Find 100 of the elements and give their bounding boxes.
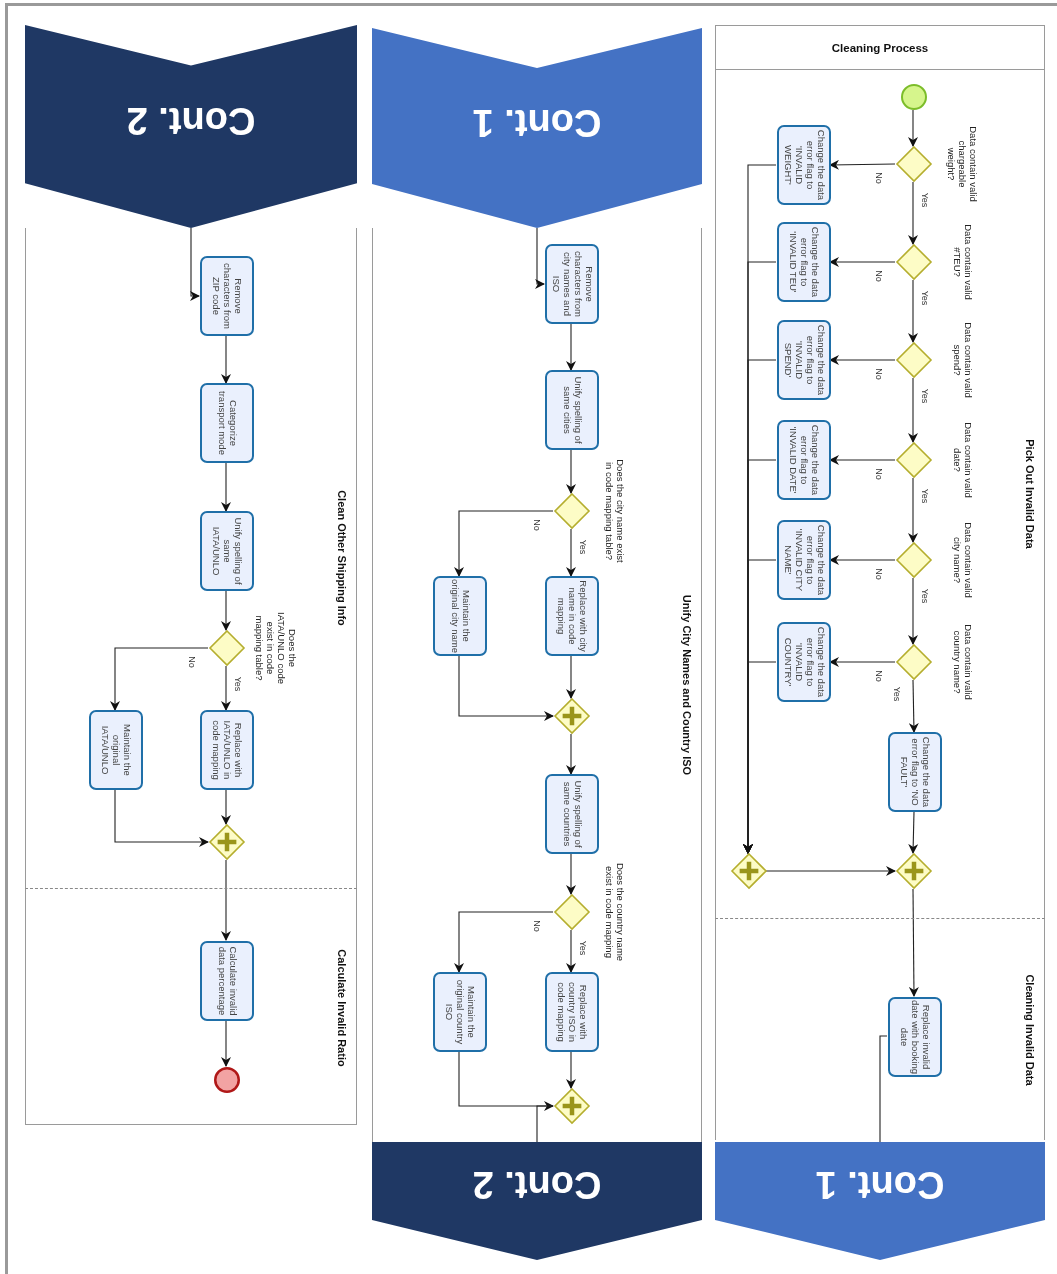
process-box — [200, 383, 254, 463]
decision-diamond — [896, 442, 932, 478]
box-text: Change the data error flag to 'INVALID DATE' — [787, 423, 821, 497]
box-text: Change the data error flag to 'INVALID COUNTRY' — [782, 625, 826, 699]
connector-arrow — [566, 323, 576, 371]
edge-label: Yes — [920, 587, 930, 605]
box-text: Replace with country ISO in code mapping — [555, 980, 589, 1045]
connector-arrow — [110, 647, 209, 711]
end-event-circle — [214, 1067, 240, 1093]
parallel-gateway-diamond — [554, 1088, 590, 1124]
question-label: Data contain valid date? — [951, 421, 973, 500]
question-label: Does the city name exist in code mapping table? — [603, 458, 625, 565]
connector-arrow — [765, 866, 896, 876]
box-text: Maintain the original IATA/UNLO — [99, 723, 133, 778]
swimlane — [372, 228, 702, 1142]
process-box — [200, 256, 254, 336]
box-text: Change the data error flag to 'INVALID CITY NAME' — [782, 523, 826, 597]
connector-arrow — [458, 655, 554, 721]
edge-label: Yes — [920, 289, 930, 307]
edge-label: No — [874, 467, 884, 481]
connector-arrow — [114, 789, 209, 847]
process-box — [777, 420, 831, 500]
edge-label: Yes — [920, 387, 930, 405]
chevron-banner — [715, 1142, 1045, 1260]
box-text: Change the data error flag to 'NO FAULT' — [898, 735, 932, 809]
decision-diamond — [896, 542, 932, 578]
question-label: Data contain valid spend? — [951, 321, 973, 400]
box-text: Categorize transport mode — [216, 390, 238, 457]
process-box — [89, 710, 143, 790]
connector-arrow — [566, 853, 576, 895]
process-box — [545, 244, 599, 324]
process-box — [200, 511, 254, 591]
edge-label: No — [187, 655, 197, 669]
swimlane — [25, 888, 357, 1125]
connector-arrow — [908, 279, 918, 343]
decision-diamond — [896, 244, 932, 280]
process-box — [433, 972, 487, 1052]
lane-label: Unify City Names and Country ISO — [680, 593, 694, 778]
connector-arrow — [829, 555, 896, 565]
decision-diamond — [896, 146, 932, 182]
pool-title: Cleaning Process — [831, 41, 929, 54]
edge-label: Yes — [578, 538, 588, 556]
connector-arrow — [566, 528, 576, 577]
connector-arrow — [454, 911, 554, 973]
connector-arrow — [829, 159, 896, 170]
connector-arrow — [908, 679, 919, 733]
start-event-circle — [901, 84, 927, 110]
box-text: Remove characters from ZIP code — [210, 262, 244, 331]
edge-label: No — [874, 269, 884, 283]
box-text: Calculate invalid data percentage — [216, 945, 238, 1018]
connector-arrow — [829, 257, 896, 267]
process-box — [888, 732, 942, 812]
edge-label: Yes — [233, 675, 243, 693]
box-text: Maintain the original city name — [449, 579, 471, 653]
connector-arrow — [908, 377, 918, 443]
connector-arrow — [221, 789, 231, 825]
connector-arrow — [908, 811, 919, 854]
question-label: Data contain valid chargeable weight? — [945, 125, 979, 204]
edge-label: Yes — [920, 191, 930, 209]
chevron-banner — [372, 28, 702, 228]
edge-label: Yes — [920, 487, 930, 505]
connector-arrow — [908, 888, 919, 997]
box-text: Replace with city name in code mapping — [555, 579, 589, 653]
question-label: Data contain valid #TEU? — [951, 223, 973, 302]
lane-label: Cleaning Invalid Data — [1023, 973, 1037, 1088]
box-text: Change the data error flag to 'INVALID WEIGHT' — [782, 128, 826, 202]
question-label: Data contain valid country name? — [951, 623, 973, 702]
question-label: Does the country name exist in code mapping — [603, 862, 625, 962]
box-text: Replace invalid date with booking date — [898, 1000, 932, 1074]
edge-label: Yes — [578, 939, 588, 957]
box-text: Remove characters from city names and ISO — [550, 250, 594, 319]
connector-arrow — [566, 449, 576, 494]
connector-arrow — [743, 661, 777, 854]
process-box — [433, 576, 487, 656]
edge-label: No — [874, 669, 884, 683]
process-box — [545, 576, 599, 656]
connector-arrow — [221, 665, 231, 711]
box-text: Change the data error flag to 'INVALID TEU' — [787, 225, 821, 299]
edge-label: No — [874, 171, 884, 185]
decision-diamond — [554, 493, 590, 529]
process-box — [545, 370, 599, 450]
connector-arrow — [221, 462, 231, 512]
process-box — [545, 774, 599, 854]
lane-label: Pick Out Invalid Data — [1023, 438, 1037, 551]
box-text: Replace with IATA/UNLO in code mapping — [210, 719, 244, 782]
connector-arrow — [566, 655, 576, 699]
box-text: Unify spelling of same countries — [561, 779, 583, 850]
banner-text: Cont. 2 — [471, 1163, 603, 1207]
process-box — [777, 222, 831, 302]
edge-label: No — [874, 567, 884, 581]
parallel-gateway-diamond — [896, 853, 932, 889]
process-box — [200, 941, 254, 1021]
connector-arrow — [221, 1019, 231, 1067]
decision-diamond — [209, 630, 245, 666]
chevron-banner — [372, 1142, 702, 1260]
question-label: Does the IATA/UNLO code exist in code mapping table? — [253, 611, 297, 686]
box-text: Change the data error flag to 'INVALID SPEND' — [782, 323, 826, 397]
banner-text: Cont. 2 — [125, 99, 257, 143]
edge-label: No — [532, 919, 542, 933]
process-box — [545, 972, 599, 1052]
